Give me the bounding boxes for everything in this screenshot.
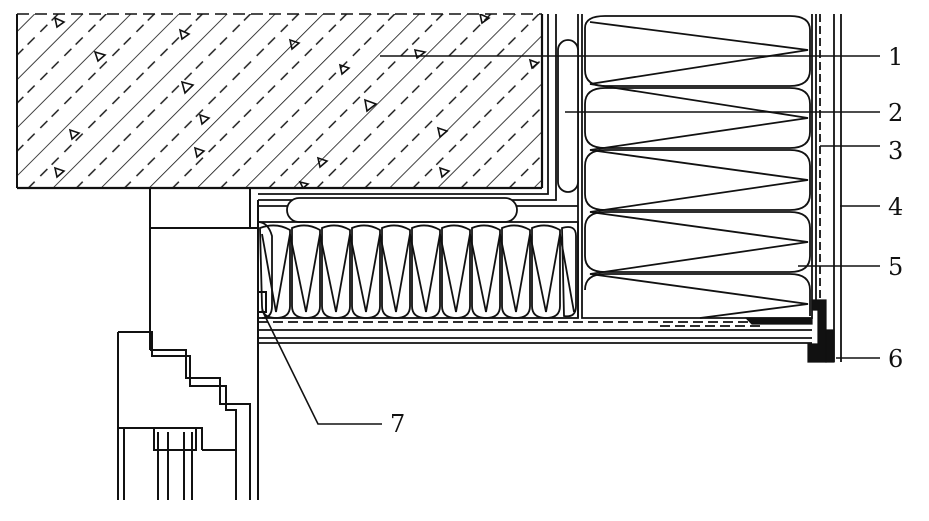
cladding-layers [815,14,842,362]
callout-5: 5 [888,253,903,281]
window-frame [117,188,267,500]
soffit-insulation [257,221,579,319]
leader-7 [261,309,382,425]
callout-4: 4 [888,193,903,221]
callout-1: 1 [888,43,903,71]
callout-labels: 1 2 3 4 5 6 7 [390,43,903,438]
callout-7: 7 [390,410,405,438]
callout-3: 3 [888,137,903,165]
corner-profile [744,299,835,363]
callout-2: 2 [888,99,903,127]
soffit-board [258,321,812,344]
concrete-slab [16,13,544,190]
leader-lines [261,55,880,425]
callout-6: 6 [888,345,903,373]
wall-insulation [581,14,813,319]
